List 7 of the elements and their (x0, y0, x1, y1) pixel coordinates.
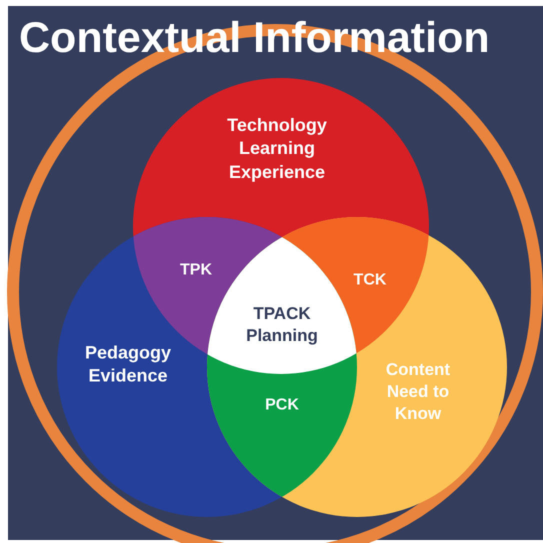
region-label: TPACK Planning (232, 302, 332, 348)
region-label: TCK (345, 270, 395, 292)
region-label: PCK (257, 396, 307, 416)
region-label: Technology Learning Experience (202, 114, 352, 184)
region-label: Pedagogy Evidence (68, 342, 188, 388)
region-label: Content Need to Know (368, 358, 468, 426)
region-label: TPK (171, 260, 221, 282)
